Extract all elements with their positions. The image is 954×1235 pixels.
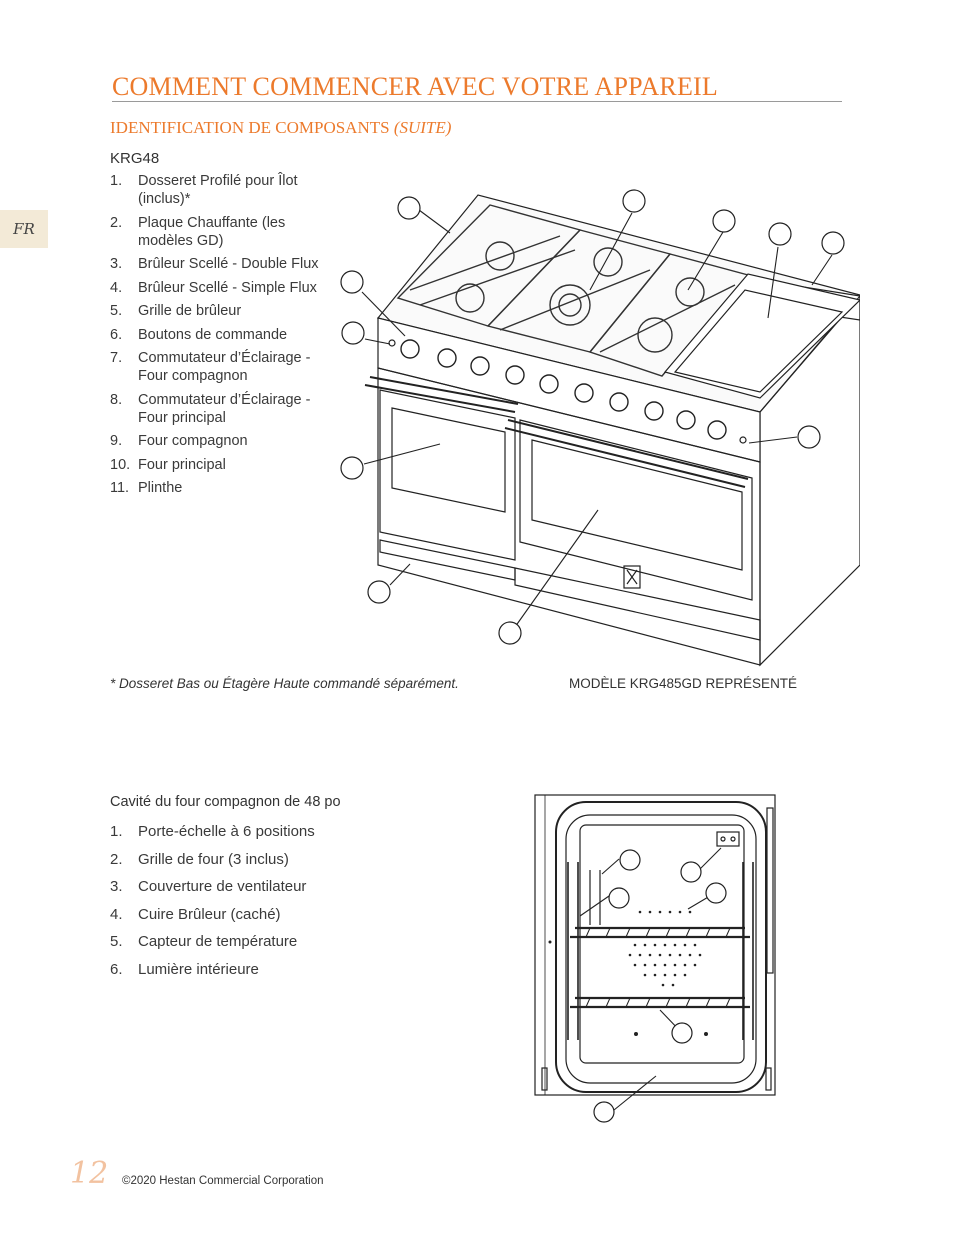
item-number: 1.	[110, 173, 123, 189]
item-label: Four principal	[138, 456, 226, 473]
oven-cavity-illustration	[534, 794, 776, 1123]
list-item: 10. Four principal	[110, 456, 338, 474]
model-name: KRG48	[110, 150, 160, 167]
list-item: 2. Plaque Chauffante (les modèles GD)	[110, 214, 338, 250]
list-item: 6. Boutons de commande	[110, 326, 338, 344]
language-tab: FR	[0, 210, 48, 248]
list-item: 4. Brûleur Scellé - Simple Flux	[110, 279, 338, 297]
list-item: 4. Cuire Brûleur (caché)	[110, 906, 410, 924]
item-label: Couverture de ventilateur	[138, 878, 307, 895]
item-label: Capteur de température	[138, 933, 298, 950]
section-title-text: IDENTIFICATION DE COMPOSANTS	[110, 118, 390, 137]
list-item: 2. Grille de four (3 inclus)	[110, 851, 410, 869]
list-item: 3. Brûleur Scellé - Double Flux	[110, 255, 338, 273]
title-divider	[112, 101, 842, 102]
item-label: Cuire Brûleur (caché)	[138, 905, 281, 923]
item-number: 3.	[110, 256, 123, 272]
list-item: 5. Capteur de température	[110, 933, 410, 951]
item-label: Brûleur Scellé - Double Flux	[138, 256, 319, 272]
item-label: Plinthe	[138, 480, 183, 496]
page-number: 12	[70, 1156, 109, 1191]
item-number: 2.	[110, 214, 123, 231]
list-item: 1. Dosseret Profilé pour Îlot (inclus)*	[110, 172, 338, 208]
item-number: 6.	[110, 960, 123, 978]
footnote: * Dosseret Bas ou Étagère Haute commandé…	[110, 676, 459, 691]
copyright-text: ©2020 Hestan Commercial Corporation	[122, 1175, 324, 1187]
item-label: Boutons de commande	[138, 326, 288, 343]
item-label: Four compagnon	[138, 433, 248, 449]
list-item: 9. Four compagnon	[110, 432, 338, 450]
list-item: 7. Commutateur d’Éclairage - Four compagn…	[110, 349, 338, 385]
item-number: 4.	[110, 905, 123, 923]
list-item: 1. Porte-échelle à 6 positions	[110, 823, 410, 841]
range-illustration	[340, 189, 860, 667]
list-item: 6. Lumière intérieure	[110, 961, 410, 979]
item-label: Grille de brûleur	[138, 303, 242, 319]
list-item: 5. Grille de brûleur	[110, 302, 338, 320]
item-label: Plaque Chauffante (les modèles GD)	[138, 214, 286, 249]
list-item: 3. Couverture de ventilateur	[110, 878, 410, 896]
language-label: FR	[13, 220, 35, 238]
item-label: Dosseret Profilé pour Îlot (inclus)*	[138, 173, 298, 207]
item-label: Brûleur Scellé - Simple Flux	[138, 279, 317, 296]
item-number: 9.	[110, 433, 123, 449]
item-number: 8.	[110, 391, 123, 408]
item-label: Grille de four (3 inclus)	[138, 850, 289, 868]
section-title-suffix: (SUITE)	[393, 118, 452, 137]
range-component-list: 1. Dosseret Profilé pour Îlot (inclus)* 2…	[110, 172, 338, 503]
page-title: COMMENT COMMENCER AVEC VOTRE APPAREIL	[112, 72, 718, 101]
model-shown-caption: MODÈLE KRG485GD REPRÉSENTÉ	[569, 676, 798, 691]
item-label: Commutateur d’Éclairage - Four compagnon	[138, 350, 311, 384]
item-label: Porte-échelle à 6 positions	[138, 823, 315, 840]
list-item: 11. Plinthe	[110, 479, 338, 497]
cavity-component-list: 1. Porte-échelle à 6 positions 2. Grille d…	[110, 823, 410, 988]
item-number: 2.	[110, 850, 123, 868]
item-number: 10.	[110, 456, 131, 473]
list-item: 8. Commutateur d’Éclairage - Four princip…	[110, 391, 338, 427]
item-number: 7.	[110, 350, 123, 366]
item-number: 1.	[110, 823, 123, 840]
item-number: 3.	[110, 878, 123, 895]
section-title: IDENTIFICATION DE COMPOSANTS (SUITE)	[110, 118, 451, 138]
item-number: 5.	[110, 933, 123, 950]
item-label: Commutateur d’Éclairage - Four principal	[138, 391, 311, 426]
cavity-title: Cavité du four compagnon de 48 po	[110, 794, 341, 810]
item-number: 5.	[110, 303, 123, 319]
item-number: 11.	[110, 480, 130, 496]
item-label: Lumière intérieure	[138, 960, 259, 978]
item-number: 6.	[110, 326, 123, 343]
item-number: 4.	[110, 279, 123, 296]
